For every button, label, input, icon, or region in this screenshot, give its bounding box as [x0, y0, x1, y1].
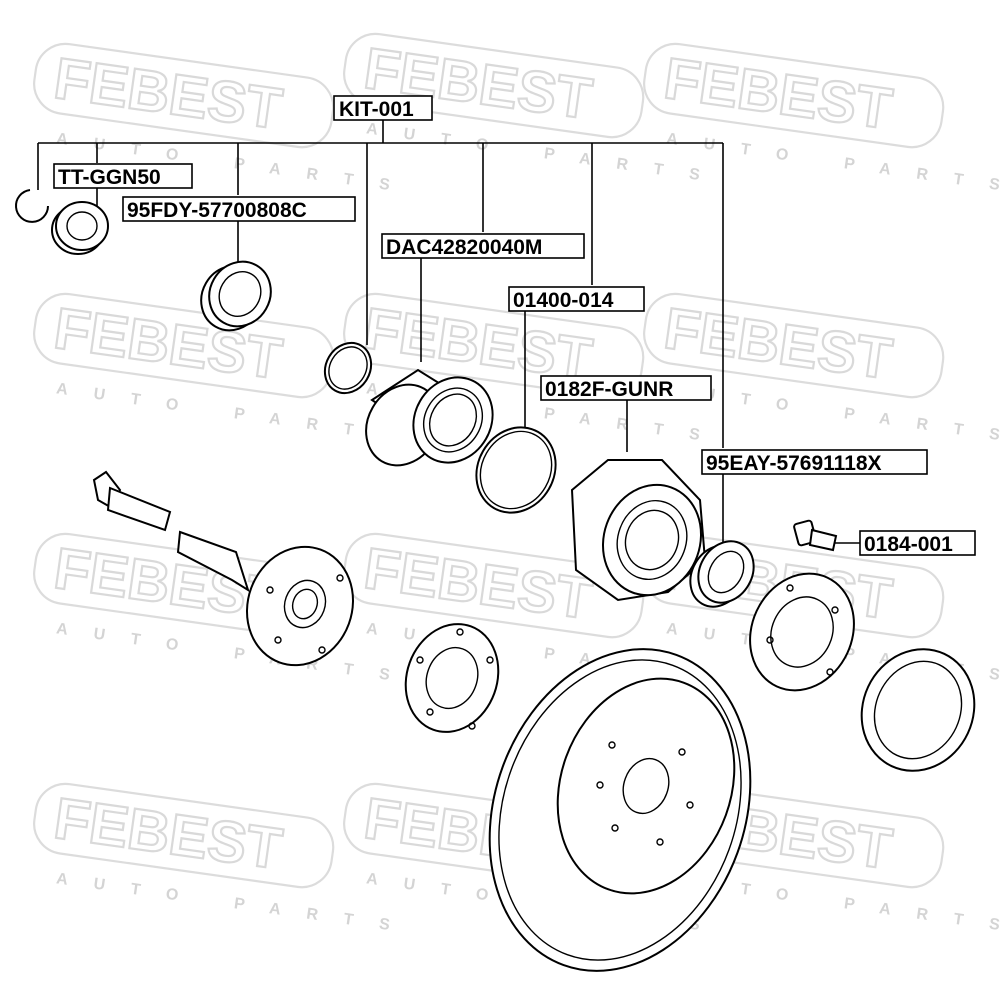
label-outer-seal[interactable]: 95EAY-57691118X — [701, 449, 928, 475]
watermark-brand: FEBEST — [50, 786, 286, 882]
spacer-ring-part — [323, 341, 373, 395]
watermark-subtitle: AUTO PARTS — [55, 380, 416, 447]
gasket-plate-part — [404, 623, 500, 733]
label-kit[interactable]: KIT-001 — [333, 95, 433, 121]
label-snap-ring-bearing[interactable]: TT-GGN50 — [53, 163, 193, 189]
dust-shield-part — [860, 648, 976, 772]
label-hub-bearing-text: DAC42820040M — [386, 236, 542, 259]
label-o-ring-text: 01400-014 — [513, 289, 614, 312]
part-labels: KIT-001 TT-GGN50 95FDY-57700808C DAC4282… — [53, 95, 976, 556]
label-inner-seal[interactable]: 95FDY-57700808C — [122, 196, 356, 222]
snap-ring-part — [15, 189, 49, 223]
label-hub-bearing[interactable]: DAC42820040M — [381, 233, 585, 259]
outer-seal-part — [689, 540, 755, 608]
label-wheel-bolt[interactable]: 0184-001 — [859, 530, 976, 556]
watermark-brand: FEBEST — [360, 536, 596, 632]
watermark-subtitle: AUTO PARTS — [55, 870, 416, 937]
watermark-subtitle: AUTO PARTS — [665, 130, 1000, 197]
watermark-logo: FEBEST AUTO PARTS — [643, 292, 1000, 448]
hub-bearing-part — [365, 368, 494, 467]
drive-shaft-part — [92, 470, 354, 667]
label-wheel-hub[interactable]: 0182F-GUNR — [540, 375, 712, 401]
small-bearing-part — [51, 201, 109, 255]
label-outer-seal-text: 95EAY-57691118X — [706, 452, 882, 475]
o-ring-part — [475, 426, 557, 514]
brake-drum-part — [488, 648, 752, 972]
label-kit-text: KIT-001 — [339, 98, 414, 121]
leader-lines — [37, 118, 860, 548]
watermark-subtitle: AUTO PARTS — [55, 620, 416, 687]
label-o-ring[interactable]: 01400-014 — [508, 286, 645, 312]
watermark-brand: FEBEST — [660, 46, 896, 142]
wheel-hub-part — [570, 459, 707, 602]
label-wheel-bolt-text: 0184-001 — [864, 533, 953, 556]
label-snap-ring-bearing-text: TT-GGN50 — [58, 166, 161, 189]
watermark-brand: FEBEST — [50, 46, 286, 142]
label-wheel-hub-text: 0182F-GUNR — [545, 378, 673, 401]
label-inner-seal-text: 95FDY-57700808C — [127, 199, 307, 222]
backing-plate-part — [749, 572, 855, 692]
inner-seal-part — [200, 260, 272, 332]
wheel-bolt-part — [793, 519, 838, 552]
